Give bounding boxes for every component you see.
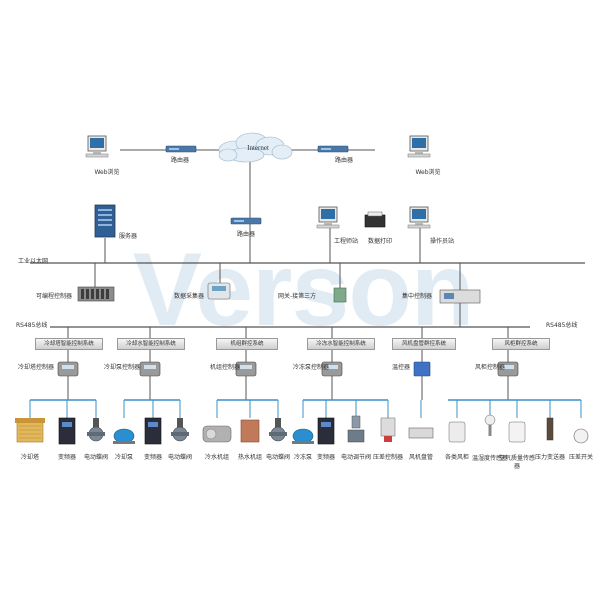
device-label-ahu-units: 各类风柜 (444, 454, 470, 461)
chilled-pump-icon (292, 428, 314, 444)
operator-monitor-icon (407, 206, 431, 229)
internet-cloud-icon (218, 132, 293, 163)
plc-label: 可编程控制器 (36, 293, 73, 300)
cooling-tower-icon (15, 418, 45, 443)
device-label-cooling-tower: 冷却塔 (20, 454, 40, 461)
router-right-label: 路由器 (334, 157, 354, 164)
dp-switch-icon (573, 428, 589, 444)
butterfly-valve-icon-3 (269, 418, 287, 442)
device-label-butterfly-valve-2: 电动蝶阀 (167, 454, 193, 461)
controller-label-chiller: 机组控制器 (210, 364, 241, 371)
ethernet-label: 工业以太网 (18, 258, 49, 265)
printer-label: 数据打印 (368, 238, 393, 245)
device-label-dp-controller: 压差控制器 (372, 454, 404, 461)
chiller-icon (202, 425, 232, 443)
controller-icon-1 (139, 361, 161, 377)
central-controller-label: 集中控制器 (402, 293, 433, 300)
rs485-right-label: RS485总线 (546, 322, 578, 329)
device-label-dp-switch: 压差开关 (568, 454, 594, 461)
watermark-text: Verson (132, 232, 475, 348)
vfd-icon-3 (317, 417, 335, 445)
controller-label-chilled-pump: 冷冻泵控制器 (293, 364, 330, 371)
device-label-air-quality-sensor: 空气质量传感器 (498, 455, 535, 470)
plc-icon (77, 286, 115, 302)
eng-station-label: 工程师站 (334, 238, 359, 245)
temp-humidity-sensor-icon (484, 414, 496, 436)
central-controller-icon (439, 289, 481, 304)
device-label-temp-humidity-sensor: 温湿度传感器 (471, 455, 508, 462)
device-label-chiller: 冷水机组 (204, 454, 230, 461)
device-label-cooling-pump: 冷却泵 (114, 454, 134, 461)
controller-label-thermostat: 温控器 (392, 364, 411, 371)
controller-icon-2 (235, 361, 257, 377)
subsystem-header-fan-coil: 风机盘管群控系统 (392, 338, 456, 350)
router-left-label: 路由器 (170, 157, 190, 164)
air-quality-sensor-icon (508, 421, 526, 443)
dp-controller-icon (380, 417, 396, 442)
subsystem-header-chilled-water: 冷冻水智能控制系统 (307, 338, 375, 350)
router-right-icon (317, 145, 349, 153)
cooling-pump-icon (113, 428, 135, 444)
regulating-valve-icon (347, 415, 365, 443)
server-label: 服务器 (119, 233, 138, 240)
device-label-butterfly-valve-3: 电动蝶阀 (265, 454, 291, 461)
router-left-icon (165, 145, 197, 153)
operator-station-label: 操作员站 (430, 238, 455, 245)
web-browser-right-label: Web浏览 (415, 169, 441, 176)
web-browser-right-icon (407, 135, 431, 158)
controller-label-cooling-tower: 冷却塔控制器 (18, 364, 55, 371)
printer-icon (364, 211, 386, 228)
device-label-regulating-valve: 电动调节阀 (340, 454, 372, 461)
eng-station-monitor-icon (316, 206, 340, 229)
controller-icon-4 (497, 361, 519, 377)
web-browser-left-icon (85, 135, 109, 158)
data-collector-icon (207, 282, 231, 300)
collector-label: 数据采集器 (174, 293, 205, 300)
device-label-fan-coil: 风机盘管 (408, 454, 434, 461)
vfd-icon-2 (144, 417, 162, 445)
subsystem-header-chiller-group: 机组群控系统 (216, 338, 278, 350)
subsystem-header-cooling-water: 冷却水智能控制系统 (117, 338, 185, 350)
butterfly-valve-icon-1 (87, 418, 105, 442)
subsystem-header-cooling-tower: 冷却塔智能控制系统 (35, 338, 103, 350)
device-label-chilled-pump: 冷冻泵 (293, 454, 313, 461)
thermostat-icon (413, 361, 431, 377)
router-mid-label: 路由器 (236, 231, 256, 238)
heat-pump-icon (240, 419, 260, 443)
internet-label: Internet (247, 144, 269, 152)
device-label-vfd-1: 变频器 (57, 454, 77, 461)
device-label-vfd-3: 变频器 (316, 454, 336, 461)
pressure-transmitter-icon (546, 417, 554, 441)
controller-label-ahu: 风柜控制器 (475, 364, 506, 371)
gateway-label: 网关-接第三方 (278, 293, 317, 300)
device-label-butterfly-valve-1: 电动蝶阀 (83, 454, 109, 461)
vfd-icon-1 (58, 417, 76, 445)
router-mid-icon (230, 217, 262, 225)
web-browser-left-label: Web浏览 (94, 169, 120, 176)
fan-coil-icon (408, 427, 434, 439)
device-label-vfd-2: 变频器 (143, 454, 163, 461)
controller-label-cooling-pump: 冷却泵控制器 (104, 364, 141, 371)
server-icon (94, 204, 116, 238)
rs485-left-label: RS485总线 (16, 322, 48, 329)
subsystem-header-ahu: 风柜群控系统 (492, 338, 550, 350)
ahu-icon (448, 421, 466, 443)
controller-icon-0 (57, 361, 79, 377)
controller-icon-3 (321, 361, 343, 377)
gateway-icon (333, 287, 347, 303)
device-label-pressure-transmitter: 压力变送器 (534, 454, 566, 461)
device-label-heat-pump: 热水机组 (237, 454, 263, 461)
butterfly-valve-icon-2 (171, 418, 189, 442)
